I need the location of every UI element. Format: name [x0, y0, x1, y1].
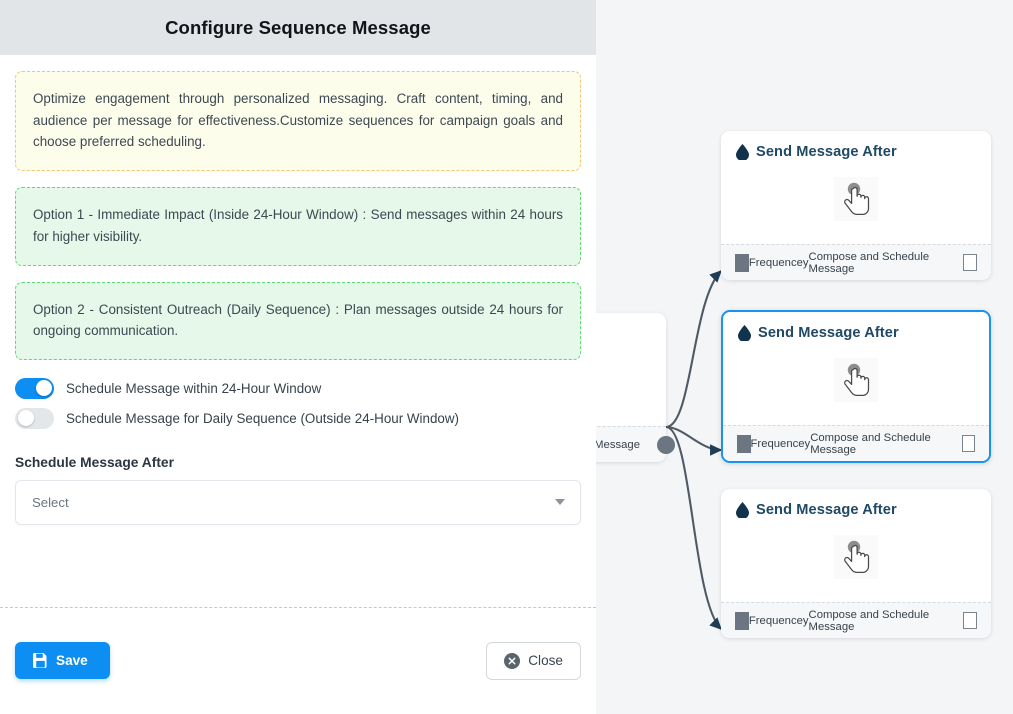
info-note-optimize: Optimize engagement through personalized…: [15, 71, 581, 172]
node-title-row: Send Message After: [736, 502, 976, 518]
edge-to-node-3: [665, 425, 722, 630]
configure-panel: Configure Sequence Message Optimize enga…: [0, 0, 596, 714]
node-footer: Frequencey Compose and Schedule Message: [721, 244, 991, 280]
node-footer: ce Message: [596, 426, 675, 462]
flow-node-send-message-after-3[interactable]: Send Message After Frequencey Compose an…: [721, 489, 991, 638]
pointing-hand-cursor-icon: [844, 182, 870, 216]
panel-header: Configure Sequence Message: [0, 0, 596, 55]
chevron-down-icon: [555, 499, 565, 506]
node-title-label: Send Message After: [756, 144, 897, 160]
node-output-port[interactable]: [961, 435, 975, 452]
circle-x-icon: [504, 652, 521, 669]
close-button-label: Close: [528, 653, 563, 668]
pointing-hand-cursor-icon: [844, 540, 870, 574]
toggle-schedule-daily-sequence[interactable]: [15, 407, 54, 429]
node-input-port[interactable]: [735, 611, 749, 630]
node-body-icon-wrap: [834, 535, 878, 579]
water-drop-icon: [738, 325, 751, 341]
schedule-message-after-label: Schedule Message After: [15, 454, 174, 470]
node-footer-right-label: Compose and Schedule Message: [810, 431, 931, 456]
flow-node-send-message-after-2[interactable]: Send Message After Frequencey Compose an…: [721, 310, 991, 463]
panel-footer: Save Close: [0, 607, 596, 714]
node-title-label: Send Message After: [756, 502, 897, 518]
node-output-port[interactable]: [963, 612, 977, 629]
info-note-option-2: Option 2 - Consistent Outreach (Daily Se…: [15, 281, 581, 360]
toggle-label-daily-sequence: Schedule Message for Daily Sequence (Out…: [66, 410, 459, 426]
node-body: Send Message After: [721, 489, 991, 602]
schedule-message-after-value: Select: [32, 494, 69, 510]
panel-body: Optimize engagement through personalized…: [0, 55, 596, 607]
node-footer-left-label: Frequencey: [748, 256, 809, 269]
node-input-port[interactable]: [735, 253, 749, 272]
node-body-icon-wrap: [834, 358, 878, 402]
info-note-option-1: Option 1 - Immediate Impact (Inside 24-H…: [15, 187, 581, 266]
schedule-message-after-select[interactable]: Select: [15, 479, 581, 525]
edge-to-node-1: [665, 270, 722, 429]
node-footer: Frequencey Compose and Schedule Message: [723, 425, 989, 461]
flow-canvas[interactable]: ce Message Send Message After: [596, 0, 1013, 714]
node-output-port[interactable]: [963, 254, 977, 271]
node-footer-right-label: Compose and Schedule Message: [808, 250, 930, 275]
node-body: Send Message After: [721, 131, 991, 244]
pointing-hand-cursor-icon: [844, 363, 870, 397]
flow-node-send-message-after-1[interactable]: Send Message After Frequencey Compose an…: [721, 131, 991, 280]
node-footer: Frequencey Compose and Schedule Message: [721, 602, 991, 638]
flow-node-source-partial[interactable]: ce Message: [596, 313, 675, 462]
floppy-disk-icon: [33, 653, 47, 668]
save-button-label: Save: [56, 653, 88, 668]
water-drop-icon: [736, 502, 749, 518]
node-footer-right-label: Compose and Schedule Message: [808, 608, 930, 633]
node-body-icon-wrap: [834, 177, 878, 221]
node-title-row: Send Message After: [736, 144, 976, 160]
toggle-knob: [35, 380, 52, 397]
close-button[interactable]: Close: [486, 641, 581, 680]
toggle-row-within-24-hour: Schedule Message within 24-Hour Window: [15, 377, 581, 399]
node-output-port[interactable]: [657, 435, 675, 454]
node-title-row: Send Message After: [738, 325, 974, 341]
water-drop-icon: [736, 144, 749, 160]
node-input-port[interactable]: [737, 434, 751, 453]
node-body: [596, 313, 666, 426]
node-title-label: Send Message After: [758, 325, 899, 341]
node-footer-right-label: ce Message: [596, 438, 640, 451]
node-footer-left-label: Frequencey: [750, 437, 811, 450]
toggle-knob: [17, 410, 34, 427]
node-footer-left-label: Frequencey: [748, 614, 809, 627]
toggle-row-daily-sequence: Schedule Message for Daily Sequence (Out…: [15, 407, 581, 429]
node-body: Send Message After: [723, 312, 989, 425]
toggle-label-within-24-hour: Schedule Message within 24-Hour Window: [66, 380, 322, 396]
page-title: Configure Sequence Message: [165, 16, 431, 38]
toggle-schedule-within-24-hour[interactable]: [15, 377, 54, 399]
save-button[interactable]: Save: [15, 642, 110, 679]
